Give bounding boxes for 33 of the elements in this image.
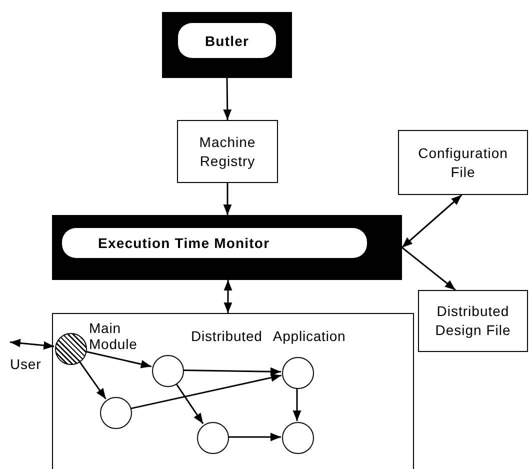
component-label: Execution Time Monitor	[62, 228, 367, 258]
panel-title: Distributed Application	[191, 328, 346, 344]
module-circle	[282, 357, 314, 389]
module-circle	[100, 397, 132, 429]
box-label: Configuration File	[417, 144, 509, 182]
application-panel	[52, 313, 414, 469]
box-label: Machine Registry	[198, 132, 257, 170]
module-circle	[152, 355, 184, 387]
arrow	[175, 382, 204, 424]
hatched-module-circle	[55, 333, 87, 365]
arrow	[223, 78, 232, 120]
component-label: Butler	[178, 23, 276, 58]
arrow	[292, 388, 302, 421]
arrow	[130, 374, 282, 410]
box-label: Distributed Design File	[434, 302, 512, 340]
component-frame	[162, 12, 292, 78]
module-circle	[197, 422, 229, 454]
arrow	[85, 350, 152, 368]
arrow	[182, 367, 282, 376]
arrow	[78, 360, 106, 400]
actor-label: User	[10, 356, 42, 372]
arrow	[402, 246, 456, 291]
arrow	[224, 280, 232, 313]
arrow	[223, 183, 232, 215]
module-circle	[282, 422, 314, 454]
module-caption: Main Module	[89, 320, 138, 352]
arrow	[402, 194, 462, 248]
process-box	[418, 290, 528, 352]
arrow	[10, 338, 54, 350]
process-box	[177, 120, 278, 183]
arrow	[228, 432, 281, 442]
component-frame	[52, 215, 402, 280]
process-box	[398, 130, 528, 195]
